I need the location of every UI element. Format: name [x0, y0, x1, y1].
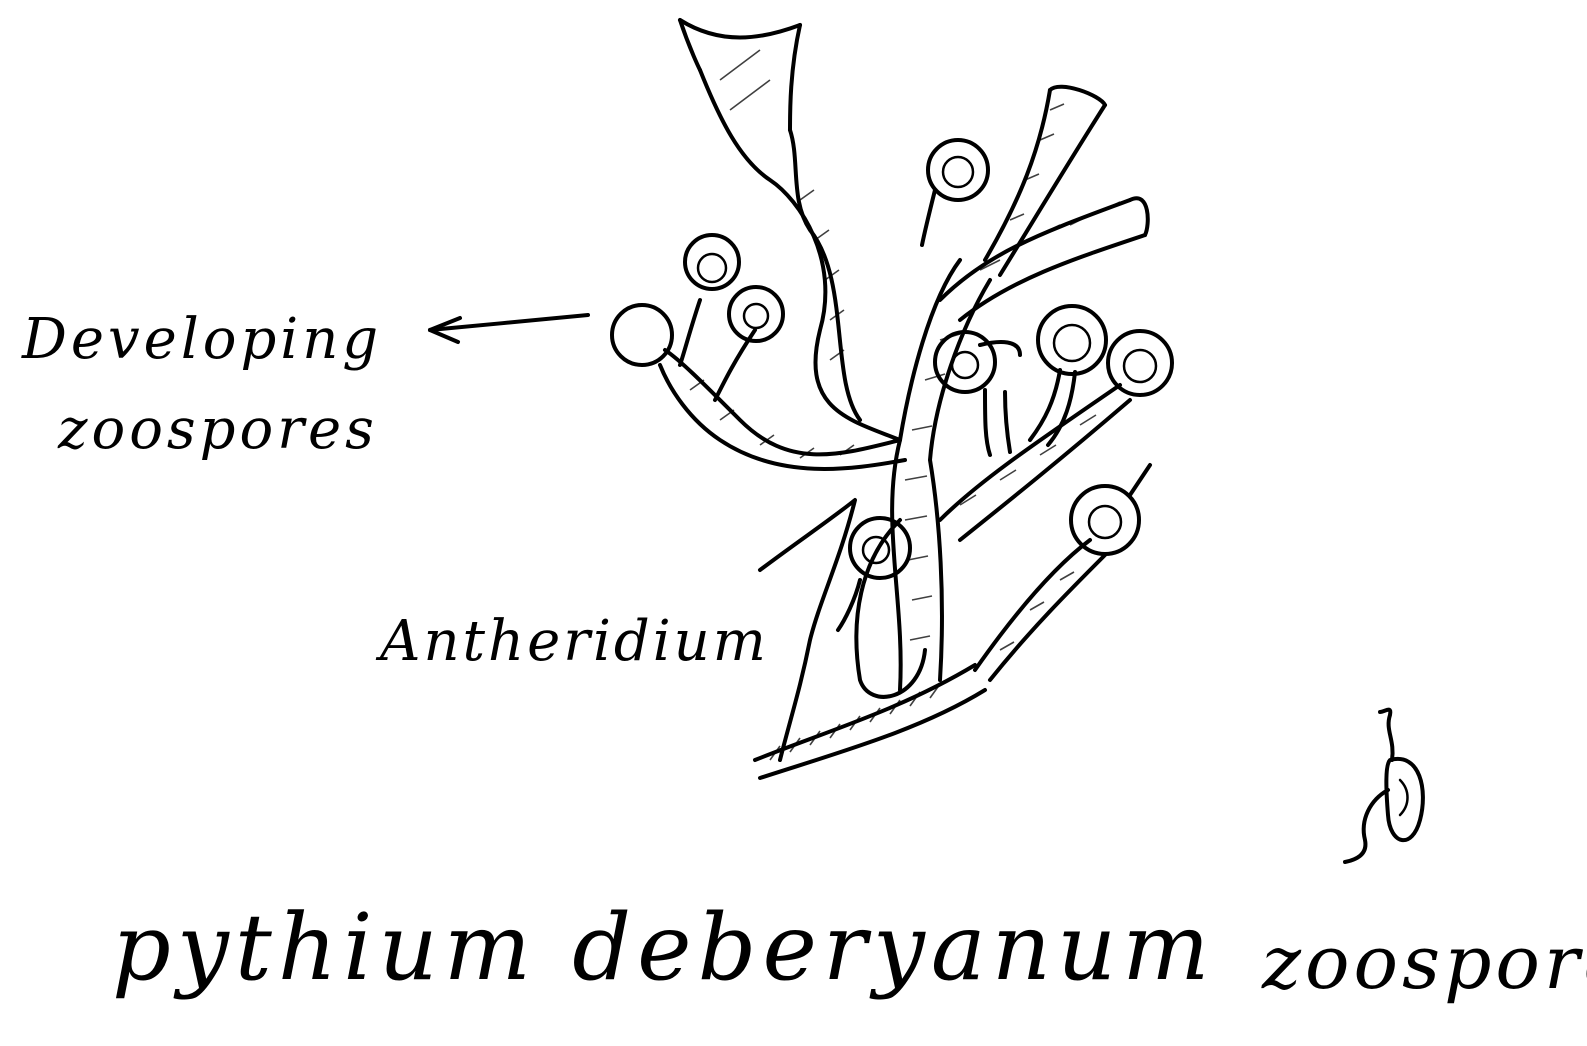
developing-zoospore-1 [685, 235, 739, 289]
diagram-title: pythium deberyanum [112, 902, 1215, 994]
developing-zoospore-2 [729, 287, 783, 341]
label-zoospore: zoospore [1262, 926, 1587, 1000]
label-zoospores: zoospores [58, 402, 378, 458]
sporangium-mid-2 [1038, 306, 1106, 374]
sporangium-mid-1 [935, 332, 1020, 392]
developing-zoospore-3 [612, 305, 672, 365]
sporangium-mid-3 [1108, 331, 1172, 395]
sporangium-top [928, 140, 988, 200]
label-developing: Developing [22, 312, 382, 368]
zoospore-sketch [1345, 710, 1423, 862]
pointer-arrow [430, 315, 588, 342]
sporangium-lower-right [1071, 465, 1150, 554]
label-antheridium: Antheridium [380, 614, 769, 670]
